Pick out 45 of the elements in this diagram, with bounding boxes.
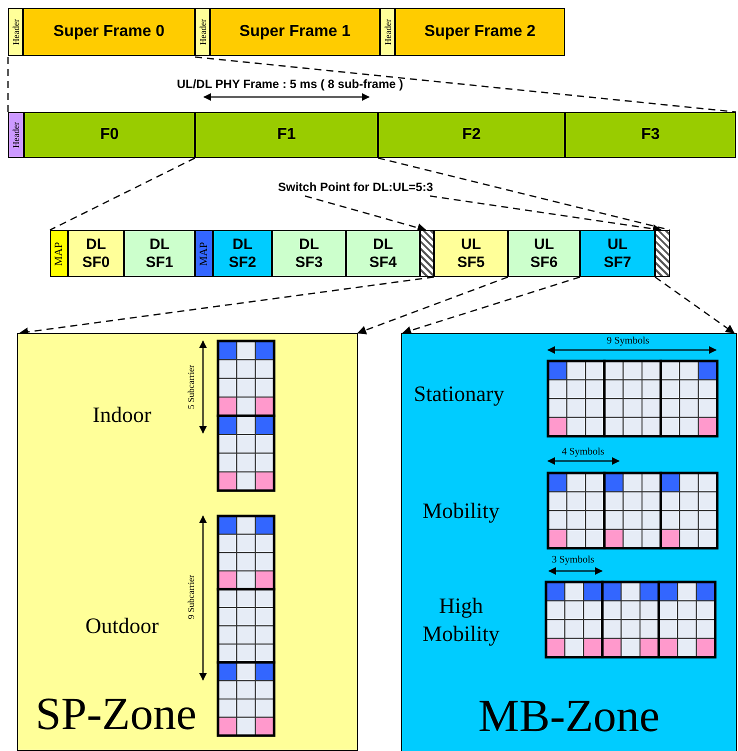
mode-label: High Mobility	[421, 592, 500, 648]
map-block: MAP	[195, 230, 213, 277]
super-frame-box: Super Frame 1	[210, 8, 380, 56]
mode-label: Outdoor	[85, 613, 159, 639]
guard-gap-bar	[655, 230, 670, 277]
subframe-box: UL SF6	[508, 230, 580, 277]
dashed-arrow	[357, 276, 508, 334]
frame-box: F2	[378, 112, 565, 158]
frame-box: F3	[565, 112, 736, 158]
subframe-box: UL SF5	[434, 230, 508, 277]
subframe-box: DL SF2	[213, 230, 272, 277]
mode-label: Indoor	[92, 402, 152, 428]
annotation-text: Switch Point for DL:UL=5:3	[278, 180, 434, 194]
dimension-label: UL/DL PHY Frame : 5 ms ( 8 sub-frame )	[176, 77, 404, 91]
dashed-line	[7, 57, 9, 112]
frame-box: F0	[24, 112, 195, 158]
dashed-arrow	[654, 276, 735, 334]
subframe-box: DL SF4	[346, 230, 420, 277]
dimension-label: 9 Subcarrier	[186, 574, 196, 620]
subframe-box: DL SF3	[272, 230, 346, 277]
dimension-label: 4 Symbols	[562, 446, 604, 458]
dashed-arrow	[304, 195, 426, 232]
header-block: Header	[8, 8, 23, 56]
subframe-box: UL SF7	[580, 230, 655, 277]
map-block: MAP	[50, 230, 68, 277]
dashed-line	[194, 56, 736, 113]
header-block: Header	[8, 112, 24, 158]
dimension-label: 5 Subcarrier	[186, 364, 196, 410]
mode-label: Mobility	[422, 498, 500, 524]
header-block: Header	[195, 8, 210, 56]
super-frame-box: Super Frame 0	[23, 8, 195, 56]
dashed-arrow	[402, 276, 580, 335]
subframe-box: DL SF1	[124, 230, 195, 277]
dashed-line	[378, 157, 670, 231]
super-frame-box: Super Frame 2	[395, 8, 565, 56]
dashed-line	[50, 157, 196, 231]
mode-label: Stationary	[414, 381, 504, 407]
dimension-label: 9 Symbols	[606, 336, 650, 346]
guard-gap-bar	[420, 230, 434, 277]
header-block: Header	[380, 8, 395, 56]
subframe-box: DL SF0	[68, 230, 124, 277]
frame-box: F1	[195, 112, 378, 158]
zone-title: SP-Zone	[36, 690, 196, 738]
dimension-label: 3 Symbols	[552, 554, 594, 566]
zone-title: MB-Zone	[478, 692, 660, 740]
